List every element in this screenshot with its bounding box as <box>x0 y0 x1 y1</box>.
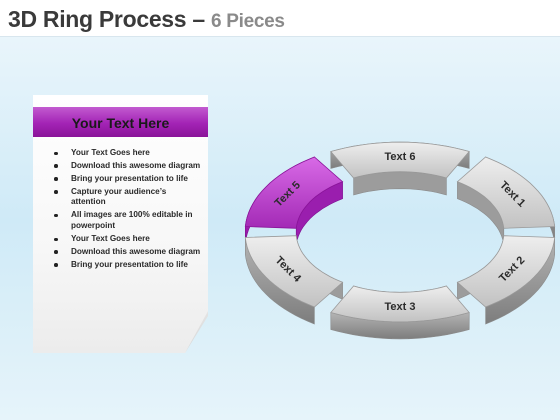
segment-top-face <box>330 141 470 179</box>
segment-top-face <box>244 156 344 229</box>
title-sub: 6 Pieces <box>210 11 285 32</box>
title-divider <box>0 36 560 37</box>
note-bullet-list: Your Text Goes here Download this awesom… <box>52 148 202 273</box>
segment-top-face <box>456 156 556 229</box>
bullet-item: Capture your audience’s attention <box>52 187 202 209</box>
note-heading: Your Text Here <box>71 115 170 131</box>
bullet-item: Bring your presentation to life <box>52 174 202 185</box>
ring-segment-4: Text 4 <box>244 235 344 325</box>
bullet-item: Your Text Goes here <box>52 234 202 245</box>
segment-label: Text 6 <box>385 151 416 163</box>
segment-top-face <box>330 285 470 323</box>
segment-top-face <box>456 235 556 308</box>
note-header-band <box>33 107 208 137</box>
segment-label: Text 3 <box>385 301 416 313</box>
bullet-item: Download this awesome diagram <box>52 161 202 172</box>
segment-inner-wall <box>353 171 447 196</box>
ring-segment-2: Text 2 <box>456 235 556 325</box>
bullet-item: Download this awesome diagram <box>52 247 202 258</box>
page-title: 3D Ring Process – 6 Pieces <box>8 6 285 33</box>
bullet-item: Your Text Goes here <box>52 148 202 159</box>
ring-segment-6: Text 6 <box>330 141 470 196</box>
ring-segment-1: Text 1 <box>456 156 556 246</box>
title-main: 3D Ring Process – <box>8 6 211 32</box>
note-card: Your Text Here Your Text Goes here Downl… <box>33 95 208 353</box>
bullet-item: Bring your presentation to life <box>52 260 202 271</box>
segment-top-face <box>244 235 344 308</box>
bullet-item: All images are 100% editable in powerpoi… <box>52 210 202 232</box>
ring-segment-3: Text 3 <box>330 285 470 340</box>
ring-segment-5: Text 5 <box>244 156 344 246</box>
